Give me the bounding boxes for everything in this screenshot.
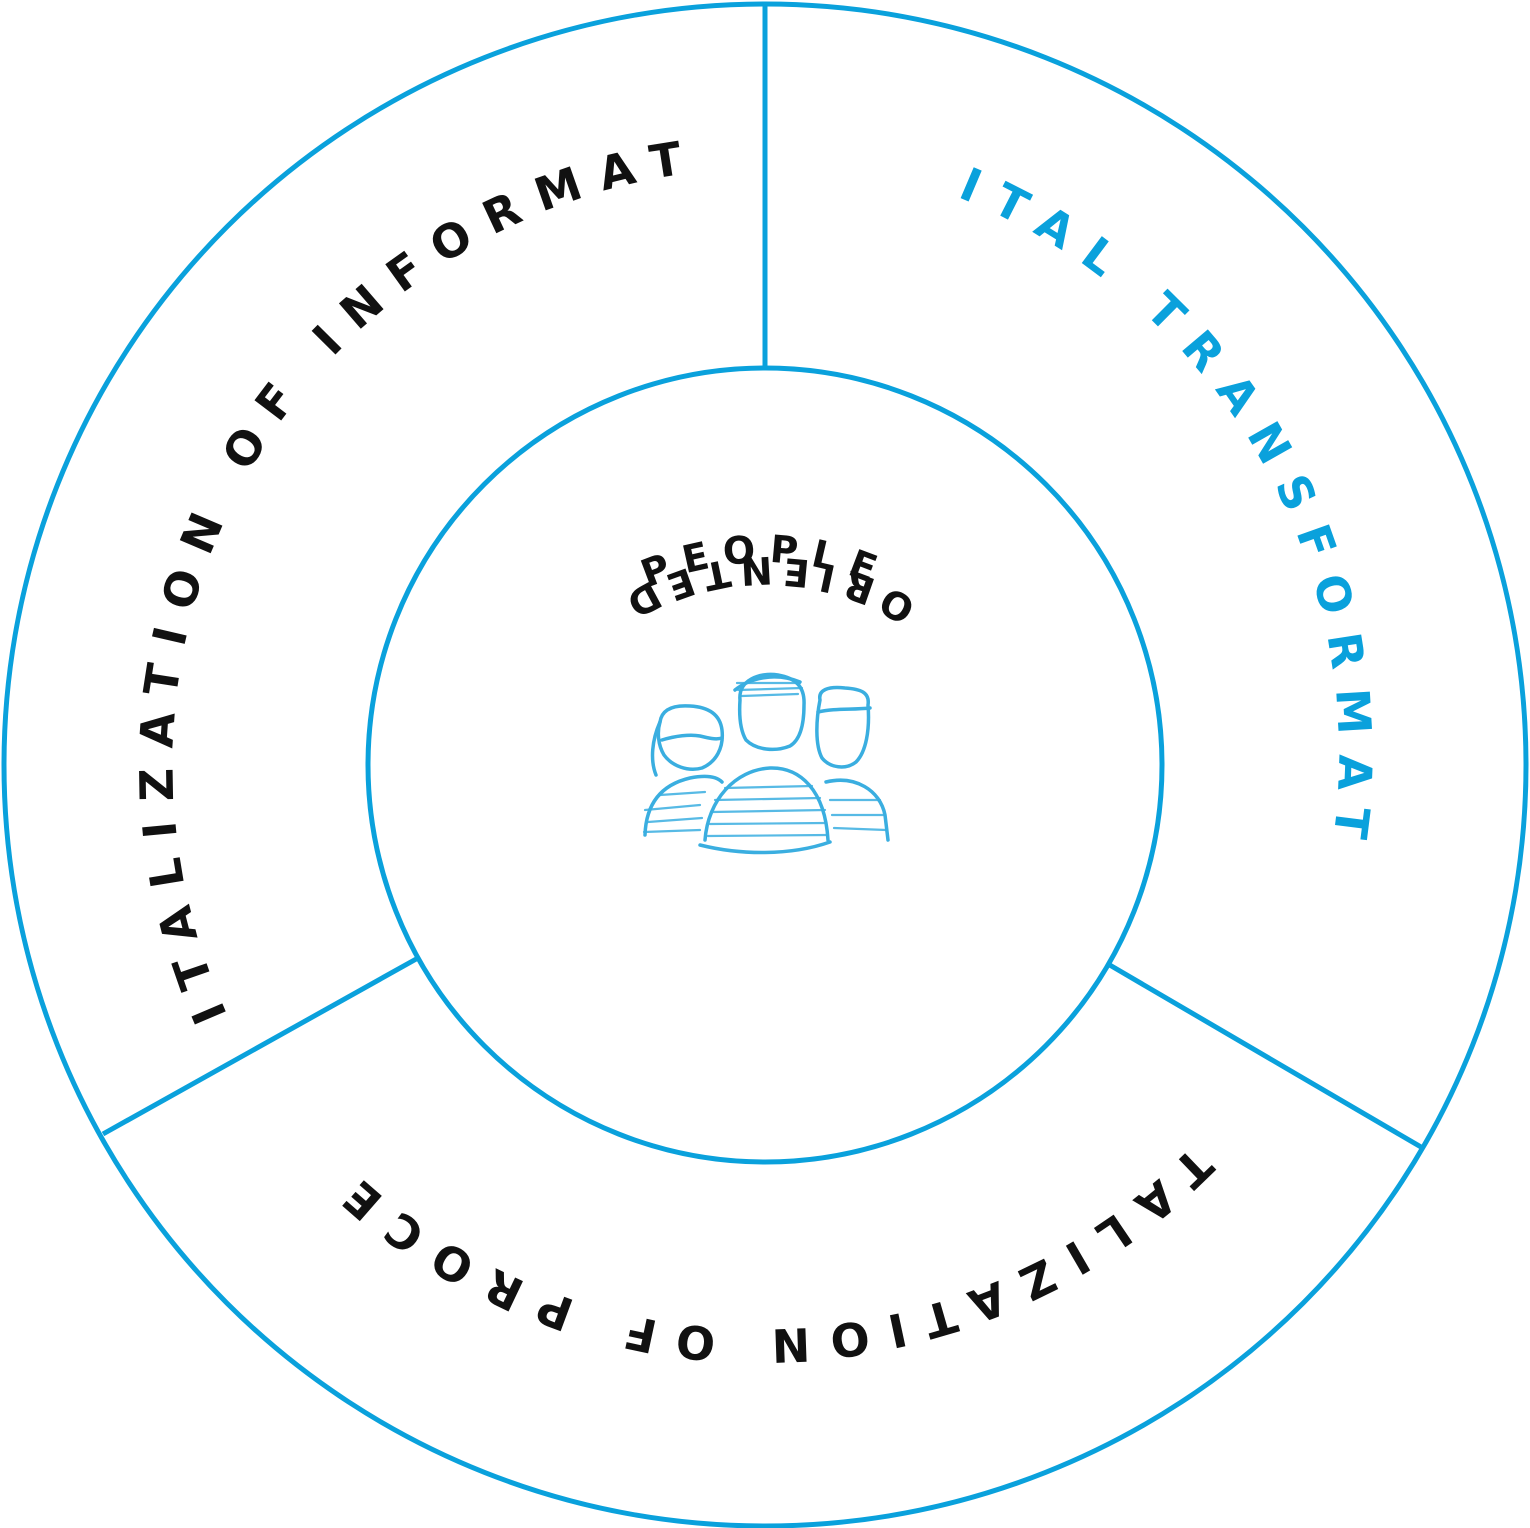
- divider-lower-left: [101, 955, 420, 1137]
- divider-lower-right: [1106, 961, 1423, 1150]
- inner-ring: [365, 365, 1165, 1165]
- people-group-icon: [642, 672, 890, 855]
- segment-label-information: DIGITALIZATION OF INFORMATION: [0, 0, 704, 1032]
